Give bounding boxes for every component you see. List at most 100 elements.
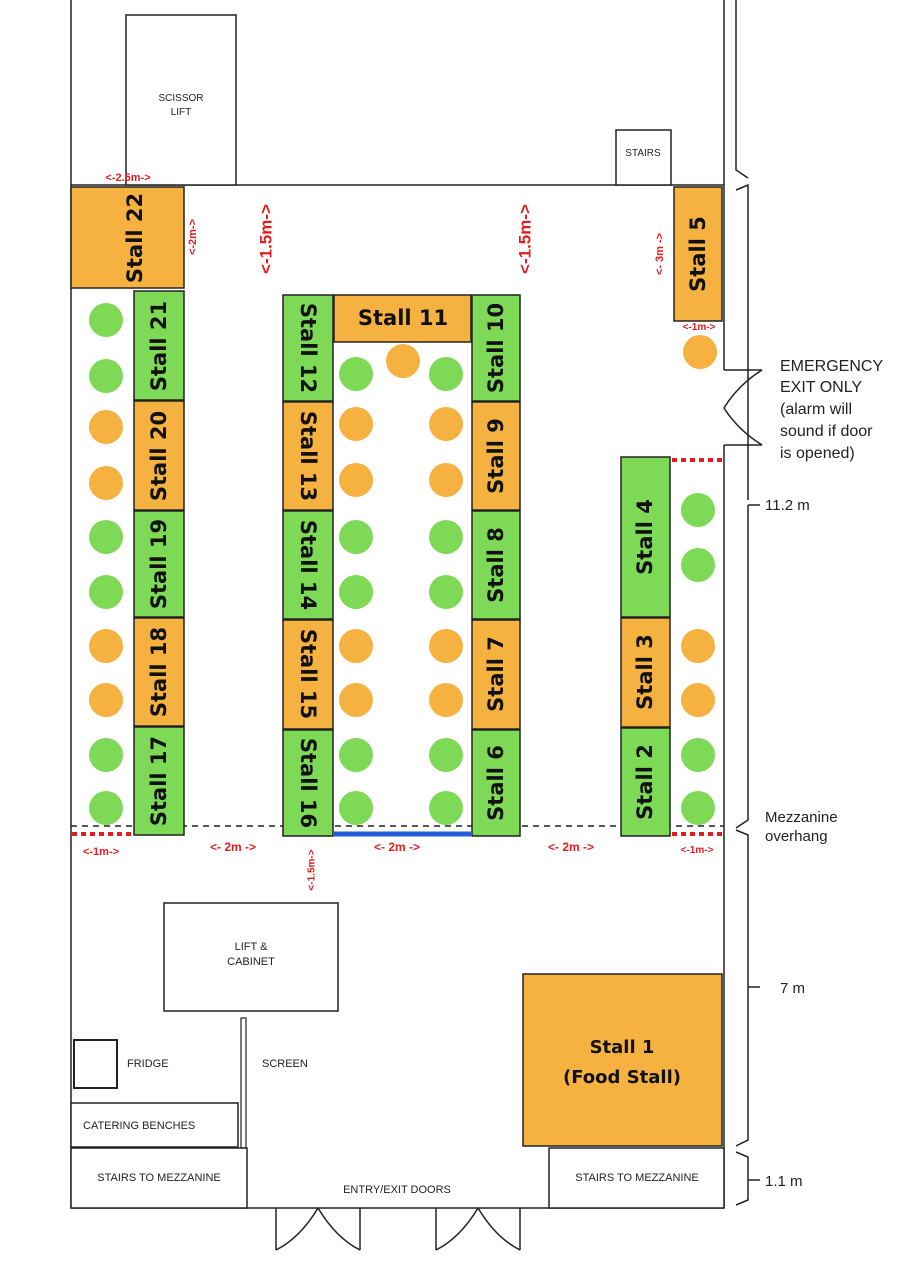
lift-cabinet-label-2: CABINET <box>227 956 275 968</box>
lift-cabinet-label-1: LIFT & <box>235 941 268 953</box>
table-circle <box>429 575 463 609</box>
stairs-mezzanine-right <box>548 1147 725 1209</box>
dim-2m-b: <- 2m -> <box>374 840 420 854</box>
scale-bar <box>735 0 760 1206</box>
stall-16[interactable] <box>282 729 334 837</box>
stall-7-label: Stall 7 <box>484 636 508 712</box>
catering-benches-box <box>70 1102 239 1148</box>
screen-label: SCREEN <box>262 1058 308 1070</box>
stall-16-label: Stall 16 <box>296 738 320 828</box>
stall-21[interactable] <box>133 290 185 401</box>
table-circle <box>429 629 463 663</box>
table-circle <box>339 575 373 609</box>
table-circle <box>681 791 715 825</box>
entry-door-icon-right <box>435 1207 521 1251</box>
scissor-lift-box <box>125 14 237 186</box>
stall-21-label: Stall 21 <box>147 301 171 391</box>
table-circles <box>89 303 717 825</box>
stairs-mezzanine-right-label: STAIRS TO MEZZANINE <box>575 1172 698 1184</box>
table-circle <box>339 357 373 391</box>
table-circle <box>339 683 373 717</box>
dim-1m-bottom-right: <-1m-> <box>681 845 714 856</box>
table-circle <box>339 520 373 554</box>
stall-22[interactable] <box>70 186 185 289</box>
stall-5-label: Stall 5 <box>686 216 710 292</box>
emergency-note-1: EMERGENCY <box>780 358 883 375</box>
table-circle <box>681 683 715 717</box>
stall-17-label: Stall 17 <box>147 736 171 826</box>
stairs-mezzanine-left-label: STAIRS TO MEZZANINE <box>97 1172 220 1184</box>
table-circle <box>89 359 123 393</box>
screen-divider <box>240 1017 247 1149</box>
stall-10-label: Stall 10 <box>484 303 508 393</box>
fridge-label: FRIDGE <box>127 1058 169 1070</box>
stall-2-label: Stall 2 <box>633 744 657 820</box>
stall-20[interactable] <box>133 400 185 511</box>
lift-cabinet-box <box>163 902 339 1012</box>
table-circle <box>89 466 123 500</box>
dim-2m-a: <- 2m -> <box>210 840 256 854</box>
table-circle <box>681 548 715 582</box>
emergency-door-icon <box>723 369 763 446</box>
emergency-note-4: sound if door <box>780 423 873 440</box>
table-circle <box>429 683 463 717</box>
stairs-label: STAIRS <box>625 148 661 159</box>
stall-6[interactable] <box>471 729 521 837</box>
table-circle <box>89 303 123 337</box>
stall-4[interactable] <box>620 456 671 618</box>
table-circle <box>89 683 123 717</box>
stall-9-label: Stall 9 <box>484 418 508 494</box>
stall-17[interactable] <box>133 726 185 836</box>
stall-1[interactable] <box>522 973 723 1147</box>
dim-1-5m-small: <-1.5m-> <box>307 849 318 890</box>
stall-1-label: Stall 1 <box>590 1037 655 1058</box>
stall-18[interactable] <box>133 617 185 727</box>
table-circle <box>681 738 715 772</box>
table-circle <box>429 463 463 497</box>
table-circle <box>683 335 717 369</box>
table-circle <box>89 410 123 444</box>
dim-2m-vertical: <-2m-> <box>187 219 199 255</box>
stall-15-label: Stall 15 <box>296 629 320 719</box>
stall-10[interactable] <box>471 294 521 402</box>
table-circle <box>89 520 123 554</box>
table-circle <box>339 463 373 497</box>
table-circle <box>339 629 373 663</box>
table-circle <box>429 738 463 772</box>
stall-12[interactable] <box>282 294 334 402</box>
stall-14[interactable] <box>282 510 334 620</box>
table-circle <box>89 791 123 825</box>
stall-15[interactable] <box>282 619 334 730</box>
stall-13[interactable] <box>282 401 334 511</box>
scale-label-1-1: 1.1 m <box>765 1173 803 1190</box>
stall-14-label: Stall 14 <box>296 520 320 610</box>
stall-3[interactable] <box>620 617 671 728</box>
entry-exit-label: ENTRY/EXIT DOORS <box>343 1184 451 1196</box>
dim-1-5m-left: <-1.5m-> <box>257 204 276 274</box>
stairs-mezzanine-left <box>70 1147 248 1209</box>
scissor-lift-label: SCISSOR <box>158 93 203 104</box>
stall-9[interactable] <box>471 401 521 511</box>
table-circle <box>681 493 715 527</box>
stall-1-sub: (Food Stall) <box>563 1067 681 1088</box>
dim-1m-top: <-1m-> <box>683 322 716 333</box>
table-circle <box>429 407 463 441</box>
stall-8[interactable] <box>471 510 521 620</box>
stall-13-label: Stall 13 <box>296 411 320 501</box>
dim-2-5m: <-2.5m-> <box>105 172 150 184</box>
stall-19[interactable] <box>133 510 185 618</box>
stall-2[interactable] <box>620 727 671 837</box>
stall-11[interactable] <box>333 294 472 343</box>
stall-4-label: Stall 4 <box>633 499 657 575</box>
stall-3-label: Stall 3 <box>633 634 657 710</box>
stairs-box <box>615 129 672 186</box>
mezzanine-label-2: overhang <box>765 828 828 845</box>
scale-label-11-2: 11.2 m <box>765 497 810 514</box>
table-circle <box>429 357 463 391</box>
stall-8-label: Stall 8 <box>484 527 508 603</box>
stall-7[interactable] <box>471 619 521 730</box>
table-circle <box>89 738 123 772</box>
table-circle <box>386 344 420 378</box>
stall-5[interactable] <box>673 186 723 322</box>
